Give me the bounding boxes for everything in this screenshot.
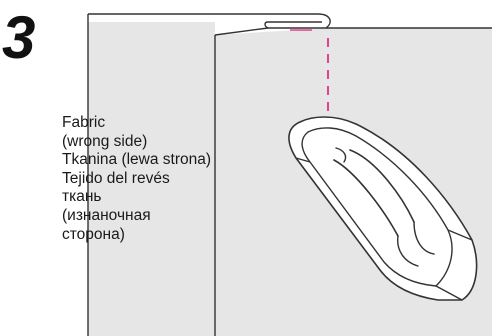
caption-line: сторона) (62, 226, 211, 245)
caption-line: (изнаночная (62, 207, 211, 226)
caption-line: ткань (62, 188, 211, 207)
caption-line: Tkanina (lewa strona) (62, 151, 211, 170)
caption-line: Fabric (62, 114, 211, 133)
step-number: 3 (2, 8, 35, 68)
caption-line: (wrong side) (62, 133, 211, 152)
hem-fold (265, 14, 330, 28)
caption-line: Tejido del revés (62, 170, 211, 189)
fabric-caption: Fabric (wrong side) Tkanina (lewa strona… (62, 114, 211, 244)
